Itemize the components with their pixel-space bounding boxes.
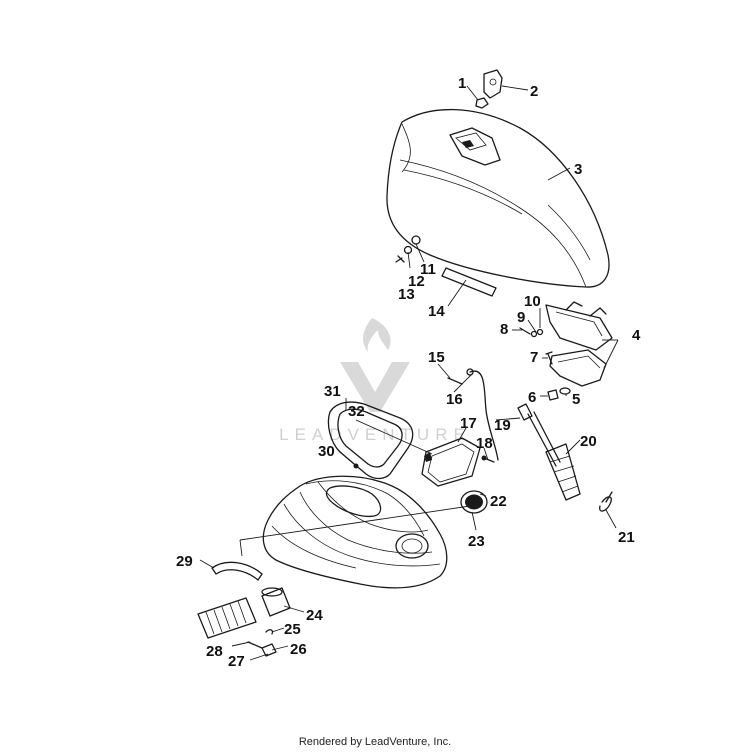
callout-5: 5 — [572, 391, 580, 408]
callout-25: 25 — [284, 621, 301, 638]
part-hood-fasteners — [395, 235, 421, 263]
part-shock — [517, 403, 581, 501]
part-lower-nut — [547, 389, 559, 401]
part-grab-handle — [211, 561, 263, 581]
part-washer — [559, 387, 571, 395]
callout-7: 7 — [530, 349, 538, 366]
callout-4: 4 — [632, 327, 641, 344]
callout-23: 23 — [468, 533, 485, 550]
callout-22: 22 — [490, 493, 507, 510]
part-hood — [386, 108, 610, 288]
callout-9: 9 — [517, 309, 525, 326]
callout-11: 11 — [420, 261, 436, 278]
callout-labels: 1 2 3 4 5 6 7 8 9 10 11 12 13 14 15 16 1… — [176, 75, 641, 670]
part-bracket-screw — [545, 351, 553, 365]
callout-29: 29 — [176, 553, 193, 570]
part-gauge — [460, 490, 488, 514]
callout-30: 30 — [318, 443, 335, 460]
part-gauge-plate — [421, 437, 481, 487]
callout-20: 20 — [580, 433, 597, 450]
part-mount-bracket — [545, 301, 613, 387]
part-clip — [599, 491, 613, 512]
callout-12: 12 — [408, 273, 425, 290]
callout-1: 1 — [458, 75, 466, 92]
callout-28: 28 — [206, 643, 223, 660]
part-nut — [475, 97, 489, 109]
part-throttle-hardware — [247, 629, 277, 657]
callout-13: 13 — [398, 286, 415, 303]
callout-31: 31 — [324, 383, 341, 400]
callout-26: 26 — [290, 641, 307, 658]
callout-14: 14 — [428, 303, 445, 320]
callout-2: 2 — [530, 83, 538, 100]
part-visor-frame — [327, 401, 414, 480]
watermark-text: LEADVENTURE — [279, 425, 471, 444]
callout-18: 18 — [476, 435, 493, 452]
callout-27: 27 — [228, 653, 245, 670]
part-cable — [447, 368, 499, 461]
part-bracket — [483, 69, 503, 99]
callout-8: 8 — [500, 321, 508, 338]
callout-24: 24 — [306, 607, 323, 624]
part-console — [262, 475, 448, 589]
callout-17: 17 — [460, 415, 477, 432]
callout-19: 19 — [494, 417, 511, 434]
callout-3: 3 — [574, 161, 582, 178]
part-plate-screw — [481, 455, 495, 463]
footer-credit: Rendered by LeadVenture, Inc. — [298, 736, 452, 748]
callout-21: 21 — [618, 529, 635, 546]
callout-10: 10 — [524, 293, 541, 310]
watermark: LEADVENTURE — [279, 318, 471, 444]
part-strip — [441, 267, 497, 297]
callout-16: 16 — [446, 391, 463, 408]
callout-15: 15 — [428, 349, 445, 366]
leader-lines — [199, 85, 619, 661]
callout-6: 6 — [528, 389, 536, 406]
callout-32: 32 — [348, 403, 365, 420]
part-bracket-fasteners — [519, 327, 544, 338]
part-visor-screw — [353, 463, 359, 469]
